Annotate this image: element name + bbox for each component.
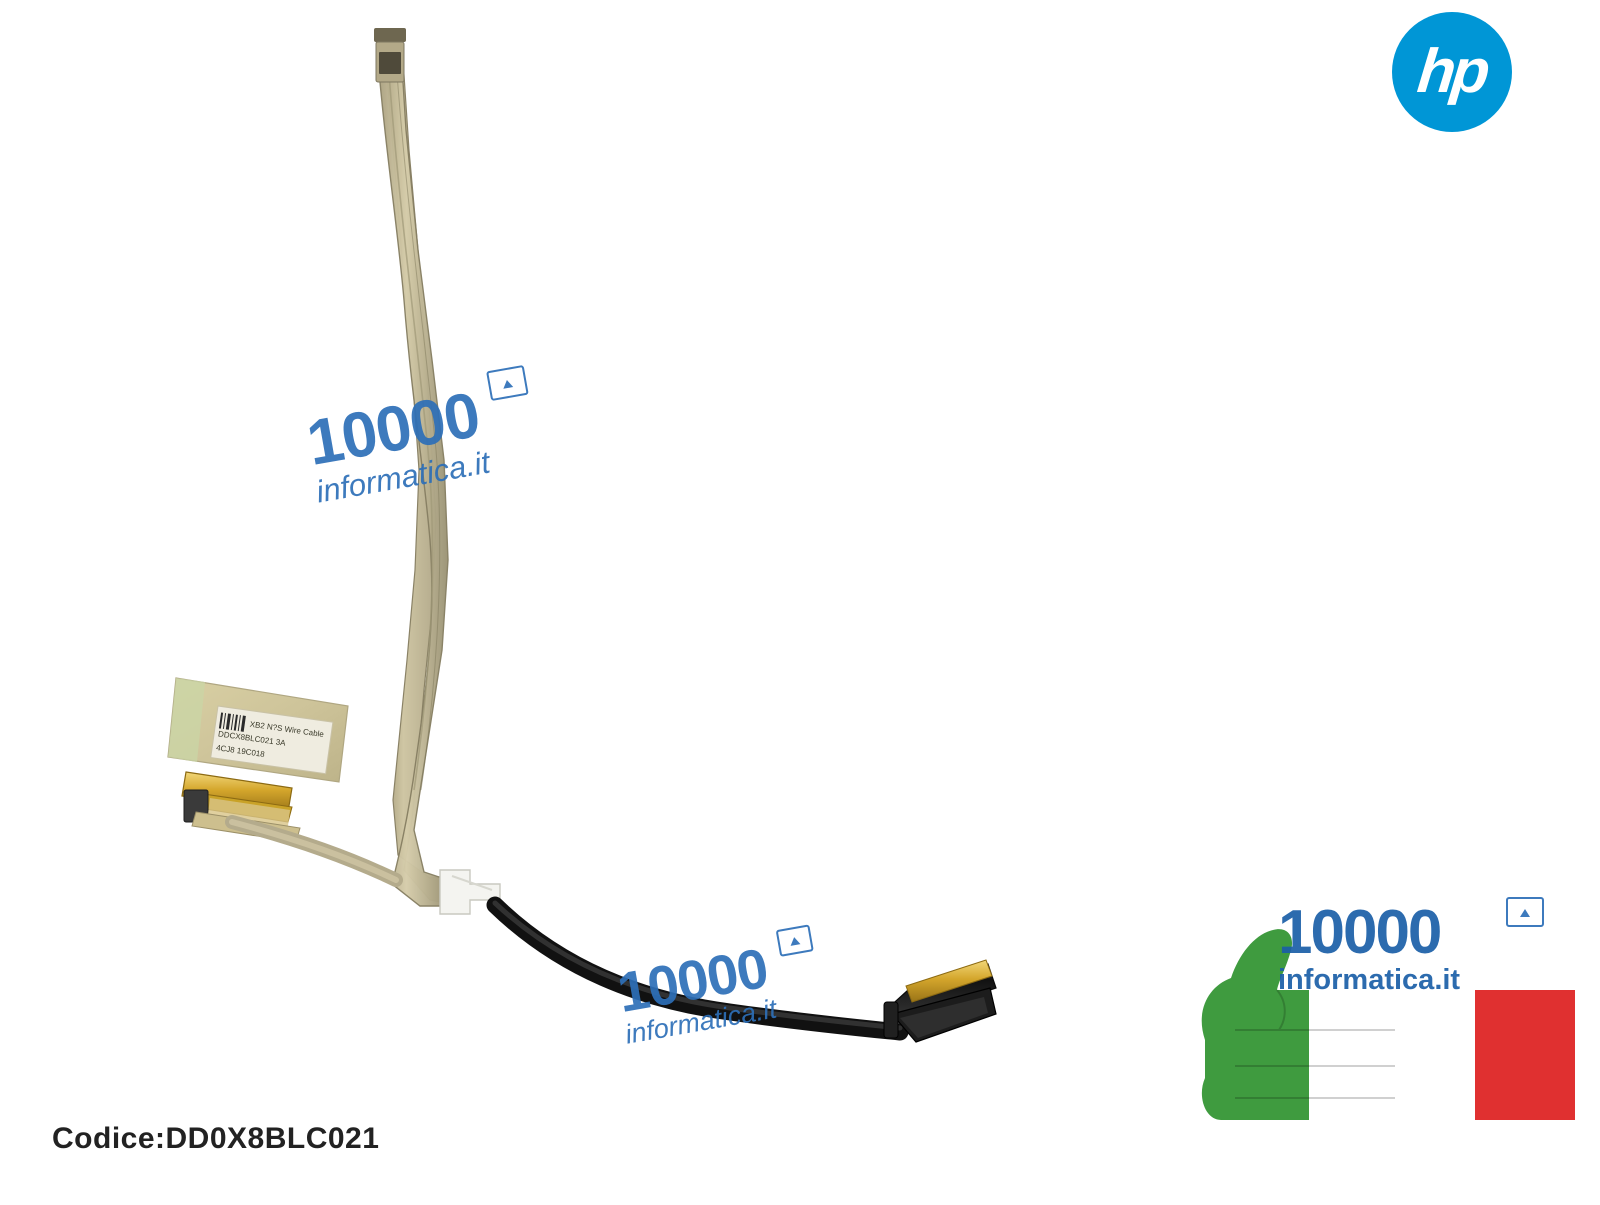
right-connector [883,959,997,1043]
cable-top-tip [374,28,406,42]
watermark-logo-flag: 10000 informatica.it [1278,897,1544,997]
cable-top-contact [379,52,401,74]
italian-flag-thumbs-up [1201,929,1575,1120]
watermark-main-text: 10000 [1278,898,1442,967]
flag-band [1425,990,1575,1120]
product-code-caption: Codice:DD0X8BLC021 [52,1122,380,1155]
label-barcode [218,712,246,732]
cable-label-tape: XB2 N?S Wire Cable DDCX8BLC021 3A 4CJ8 1… [167,677,349,783]
hp-logo-text: hp [1414,37,1490,106]
hp-logo: hp [1392,12,1512,132]
laptop-badge-icon [1506,897,1544,927]
black-cable [486,896,909,1041]
watermark-sub-text: informatica.it [1278,963,1461,996]
cable-crease-2 [395,59,441,791]
hand-shading [1235,989,1395,1099]
cable-crease [387,59,434,791]
